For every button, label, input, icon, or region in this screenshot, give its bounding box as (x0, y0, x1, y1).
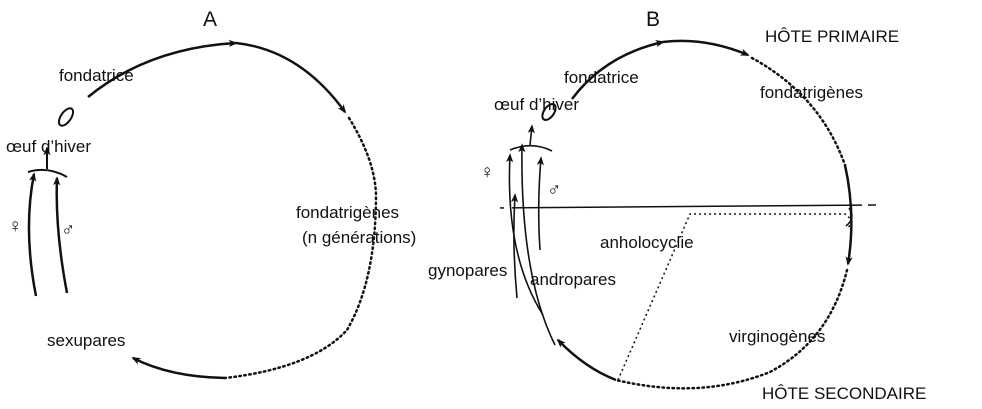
cycle-a-arc-bottom (131, 356, 226, 380)
anholocyclie-hook (845, 207, 853, 227)
hote-primaire-label: HÔTE PRIMAIRE (765, 27, 899, 46)
hote-secondaire-label: HÔTE SECONDAIRE (762, 384, 926, 403)
panel-b: B HÔTE PRIMAIRE HÔTE SECONDAIRE fonda (428, 8, 926, 403)
sexupares-label-a: sexupares (47, 331, 125, 350)
fusion-bar-a (27, 168, 68, 178)
cycle-a-arc-top-right (235, 41, 347, 114)
female-arrow-b (510, 193, 519, 299)
female-arrow-a (27, 172, 38, 297)
oeuf-hiver-label-b: œuf d’hiver (494, 95, 579, 114)
cycle-b-arc-right-dotted-upper (750, 56, 847, 167)
fondatrice-label-b: fondatrice (564, 68, 639, 87)
cycle-b-arc-right-dotted-lower (614, 268, 849, 390)
female-symbol-a: ♀ (8, 216, 22, 237)
host-boundary-line (490, 204, 877, 209)
gynopares-arrow-b (506, 153, 544, 316)
winter-egg-a (57, 107, 75, 127)
cycle-b-arc-bottom-left (556, 338, 617, 382)
female-symbol-b: ♀ (480, 162, 494, 183)
gynopares-label: gynopares (428, 261, 507, 280)
fondatrigenes-label-b: fondatrigènes (760, 83, 863, 102)
cycle-a-arc-right-dotted (223, 116, 378, 380)
n-generations-label-a: (n générations) (302, 228, 416, 247)
panel-a: A fondatrice œuf d’hiver fondatrigènes (… (6, 8, 416, 380)
panel-b-letter: B (646, 8, 660, 31)
andropares-arrow-b (518, 143, 556, 346)
male-symbol-b: ♂ (547, 180, 561, 201)
cycle-b-arc-top-left (571, 40, 665, 100)
fusion-bar-b (509, 144, 553, 152)
fondatrigenes-label-a: fondatrigènes (296, 203, 399, 222)
anholocyclie-label: anholocyclie (600, 233, 694, 252)
panel-a-letter: A (203, 8, 217, 31)
anholocyclie-dotted-loop (617, 213, 852, 381)
male-arrow-a (53, 176, 69, 294)
male-arrow-b (536, 156, 544, 251)
andropares-label: andropares (530, 270, 616, 289)
cycle-b-arc-top-right (662, 39, 750, 57)
fondatrice-label-a: fondatrice (59, 66, 134, 85)
winter-egg-b (541, 103, 557, 121)
oeuf-hiver-label-a: œuf d’hiver (6, 137, 91, 156)
cycle-a-arc-top-left (87, 39, 238, 98)
virginogenes-label: virginogènes (729, 327, 825, 346)
fusion-arrow-b (527, 124, 535, 146)
male-symbol-a: ♂ (61, 220, 75, 241)
